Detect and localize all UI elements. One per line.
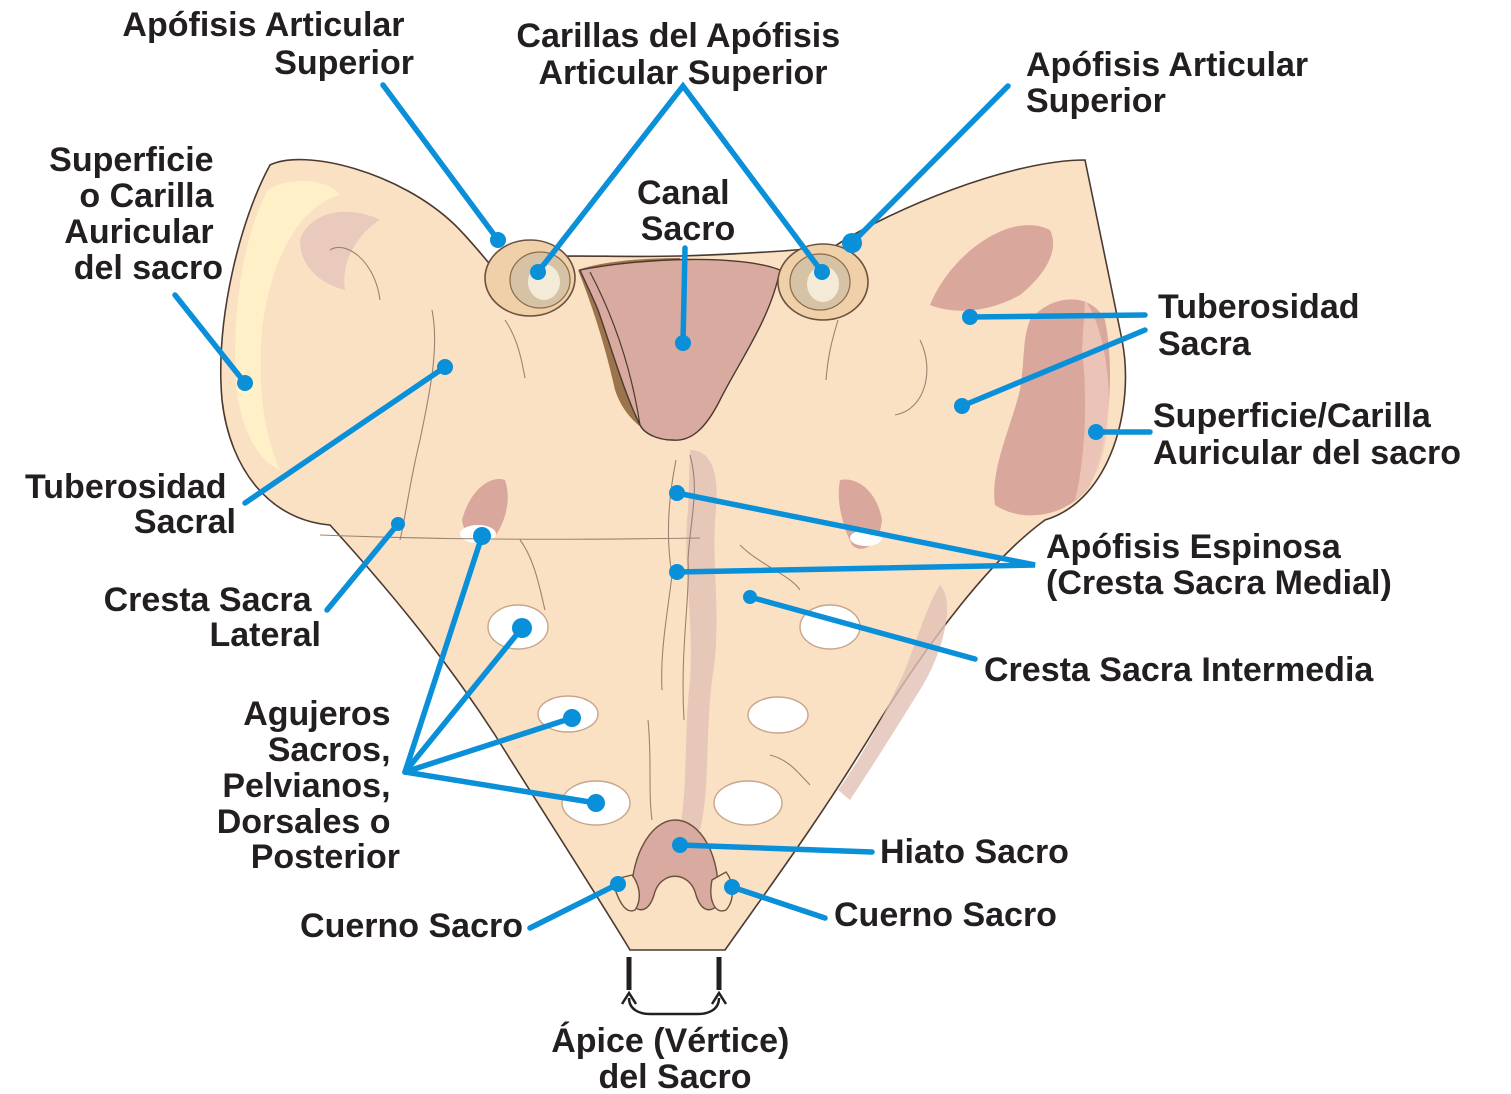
label-carillas: Carillas del Apófisis Articular Superior [516,17,849,92]
apex-bracket [622,957,726,1014]
label-apofisis-right-line2: Superior [1026,82,1166,120]
label-cresta-intermedia-line1: Cresta Sacra Intermedia [984,651,1374,689]
label-agujeros-line1: Agujeros [243,695,390,733]
label-espinosa-line2: (Cresta Sacra Medial) [1046,564,1392,602]
label-tuberosidad-left: Tuberosidad Sacral [25,468,236,541]
label-canal-line1: Canal [637,174,730,212]
label-cuerno-left-line1: Cuerno Sacro [300,907,523,945]
dot-hiato [672,837,688,853]
foramen-3-right [748,697,808,733]
label-superficie-right: Superficie/Carilla Auricular del sacro [1153,397,1461,472]
label-agujeros-line2: Sacros, [268,731,391,769]
label-hiato-line1: Hiato Sacro [880,833,1069,871]
label-cuerno-left: Cuerno Sacro [300,907,523,945]
label-superficie-left-line3: Auricular [64,213,213,251]
dot-superficie-left [237,375,253,391]
label-superficie-left-line1: Superficie [49,141,213,179]
dot-cuerno-right [724,879,740,895]
dot-agujeros-3 [563,709,581,727]
label-canal-line2: Sacro [641,210,736,248]
leader-canal [683,248,685,343]
label-tuberosidad-left-line2: Sacral [134,503,236,541]
dot-espinosa-a [669,485,685,501]
leader-tuberosidad-right-a [970,315,1145,317]
dot-apofisis-right [842,233,862,253]
label-superficie-right-line2: Auricular del sacro [1153,434,1461,472]
dot-carillas-left [530,264,546,280]
label-apofisis-left-line1: Apófisis Articular [122,6,404,44]
dot-canal [675,335,691,351]
label-agujeros-line4: Dorsales o [217,803,391,841]
label-agujeros-line3: Pelvianos, [222,767,390,805]
dot-cuerno-left [610,876,626,892]
label-tuberosidad-left-line1: Tuberosidad [25,468,227,506]
label-superficie-right-line1: Superficie/Carilla [1153,397,1432,435]
label-cuerno-right-line1: Cuerno Sacro [834,896,1057,934]
label-apofisis-left: Apófisis Articular Superior [122,6,414,82]
label-superficie-left: Superficie o Carilla Auricular del sacro [49,141,223,287]
label-cresta-lateral-line1: Cresta Sacra [104,581,313,619]
label-apofisis-right-line1: Apófisis Articular [1026,46,1308,84]
dot-cresta-lateral [391,517,405,531]
dot-carillas-right [814,264,830,280]
label-apofisis-espinosa: Apófisis Espinosa (Cresta Sacra Medial) [1046,528,1392,602]
label-apice-line2: del Sacro [598,1058,751,1094]
label-hiato-sacro: Hiato Sacro [880,833,1069,871]
dot-agujeros-4 [587,794,605,812]
label-apice-line1: Ápice (Vértice) [551,1022,789,1060]
label-tuberosidad-right-line2: Sacra [1158,325,1252,363]
label-cresta-intermedia: Cresta Sacra Intermedia [984,651,1374,689]
label-apofisis-left-line2: Superior [274,44,414,82]
label-agujeros-line5: Posterior [251,838,400,876]
label-carillas-line1: Carillas del Apófisis [516,17,840,55]
dot-tuberosidad-left [437,359,453,375]
label-carillas-line2: Articular Superior [538,54,827,92]
dot-espinosa-b [669,564,685,580]
label-cuerno-right: Cuerno Sacro [834,896,1057,934]
label-tuberosidad-right-line1: Tuberosidad [1158,288,1360,326]
dot-agujeros-2 [512,618,532,638]
dot-tuberosidad-right-b [954,398,970,414]
label-superficie-left-line2: o Carilla [79,177,214,215]
dot-tuberosidad-right-a [962,309,978,325]
label-espinosa-line1: Apófisis Espinosa [1046,528,1342,566]
dot-superficie-right [1088,424,1104,440]
label-agujeros: Agujeros Sacros, Pelvianos, Dorsales o P… [217,695,400,876]
label-cresta-lateral-line2: Lateral [210,616,322,654]
foramen-4-right [714,781,782,825]
dot-cresta-intermedia [743,590,757,604]
dot-agujeros-1 [473,527,491,545]
label-canal-sacro: Canal Sacro [637,174,739,248]
apex-brace [629,998,719,1014]
dot-apofisis-left [490,232,506,248]
label-apice: Ápice (Vértice) del Sacro [551,1022,799,1094]
label-cresta-lateral: Cresta Sacra Lateral [104,581,321,654]
label-tuberosidad-right: Tuberosidad Sacra [1158,288,1369,363]
label-apofisis-right: Apófisis Articular Superior [1026,46,1318,120]
label-superficie-left-line4: del sacro [74,249,223,287]
